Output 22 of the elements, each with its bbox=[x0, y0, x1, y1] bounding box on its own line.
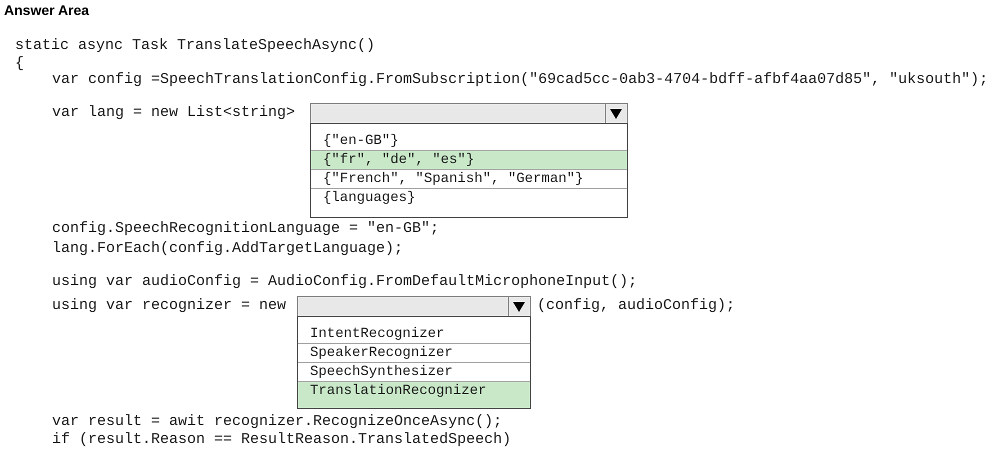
code-line: var lang = new List<string> bbox=[52, 104, 296, 122]
code-line: var config =SpeechTranslationConfig.FromSubscription("69cad5cc-0ab3-4704-bdff-afbf4aa07d85", "uksouth"); bbox=[52, 71, 988, 89]
code-line: if (result.Reason == ResultReason.TranslatedSpeech) bbox=[52, 431, 512, 449]
code-line: (config, audioConfig); bbox=[537, 297, 736, 315]
dropdown-option: SpeakerRecognizer bbox=[298, 344, 530, 363]
selected-option: {"fr", "de", "es"} bbox=[311, 151, 627, 170]
dropdown-option: {languages} bbox=[311, 189, 627, 207]
dropdown-option: IntentRecognizer bbox=[298, 325, 530, 344]
heading: Answer Area bbox=[4, 1, 90, 19]
code-line: static async Task TranslateSpeechAsync() bbox=[15, 37, 376, 55]
dropdown-option: {"French", "Spanish", "German"} bbox=[311, 170, 627, 189]
code-line: lang.ForEach(config.AddTargetLanguage); bbox=[52, 240, 404, 258]
code-line: { bbox=[15, 55, 24, 73]
code-line: using var recognizer = new bbox=[52, 297, 286, 315]
code-line: using var audioConfig = AudioConfig.FromDefaultMicrophoneInput(); bbox=[52, 273, 638, 291]
code-line: var result = awit recognizer.RecognizeOnceAsync(); bbox=[52, 413, 502, 431]
dropdown-field bbox=[297, 296, 531, 317]
dropdown-list bbox=[310, 123, 628, 218]
selected-option: TranslationRecognizer bbox=[298, 382, 530, 408]
code-line: config.SpeechRecognitionLanguage = "en-GB"; bbox=[52, 220, 440, 238]
dropdown-list bbox=[297, 316, 531, 409]
dropdown-field bbox=[310, 103, 628, 124]
